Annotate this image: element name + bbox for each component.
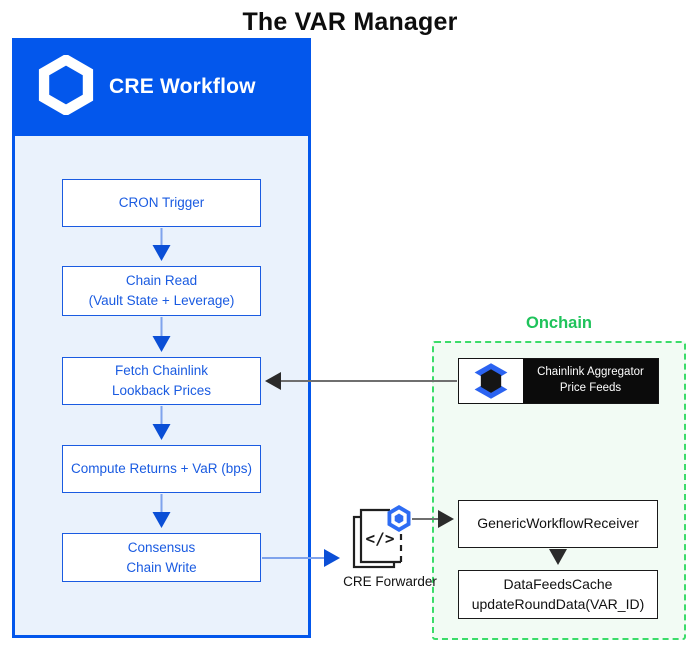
svg-text:</>: </> bbox=[366, 529, 395, 548]
aggregator-label: Chainlink Aggregator Price Feeds bbox=[523, 359, 658, 403]
step-label: (Vault State + Leverage) bbox=[88, 293, 235, 308]
code-document-with-chainlink-badge-icon: </> bbox=[346, 501, 414, 578]
cre-workflow-title: CRE Workflow bbox=[109, 75, 256, 98]
step-consensus-chain-write: Consensus Chain Write bbox=[62, 533, 261, 582]
chainlink-data-feeds-icon bbox=[459, 359, 523, 403]
step-label: Consensus bbox=[127, 539, 196, 555]
step-fetch-lookback-prices: Fetch Chainlink Lookback Prices bbox=[62, 357, 261, 405]
cache-label-line2: updateRoundData(VAR_ID) bbox=[471, 595, 645, 612]
step-label: Lookback Prices bbox=[111, 383, 212, 398]
generic-workflow-receiver: GenericWorkflowReceiver bbox=[458, 500, 658, 548]
aggregator-label-line2: Price Feeds bbox=[559, 382, 622, 394]
step-cron-trigger: CRON Trigger bbox=[62, 179, 261, 227]
step-label: Fetch Chainlink bbox=[114, 363, 209, 379]
cache-label-line1: DataFeedsCache bbox=[503, 575, 613, 592]
step-label: Compute Returns + VaR (bps) bbox=[71, 461, 252, 477]
receiver-label: GenericWorkflowReceiver bbox=[477, 515, 639, 532]
step-label: CRON Trigger bbox=[118, 195, 205, 211]
step-compute-returns-var: Compute Returns + VaR (bps) bbox=[62, 445, 261, 493]
chainlink-aggregator-price-feeds: Chainlink Aggregator Price Feeds bbox=[458, 358, 659, 404]
step-chain-read: Chain Read (Vault State + Leverage) bbox=[62, 266, 261, 316]
cre-workflow-header: CRE Workflow bbox=[12, 38, 311, 136]
data-feeds-cache: DataFeedsCache updateRoundData(VAR_ID) bbox=[458, 570, 658, 619]
cre-forwarder-label: CRE Forwarder bbox=[343, 574, 437, 589]
step-label: Chain Write bbox=[126, 559, 197, 575]
chainlink-hexagon-icon bbox=[36, 53, 96, 120]
onchain-label: Onchain bbox=[525, 314, 592, 332]
page-title: The VAR Manager bbox=[242, 8, 458, 36]
step-label: Chain Read bbox=[125, 273, 198, 289]
aggregator-label-line1: Chainlink Aggregator bbox=[537, 366, 644, 379]
